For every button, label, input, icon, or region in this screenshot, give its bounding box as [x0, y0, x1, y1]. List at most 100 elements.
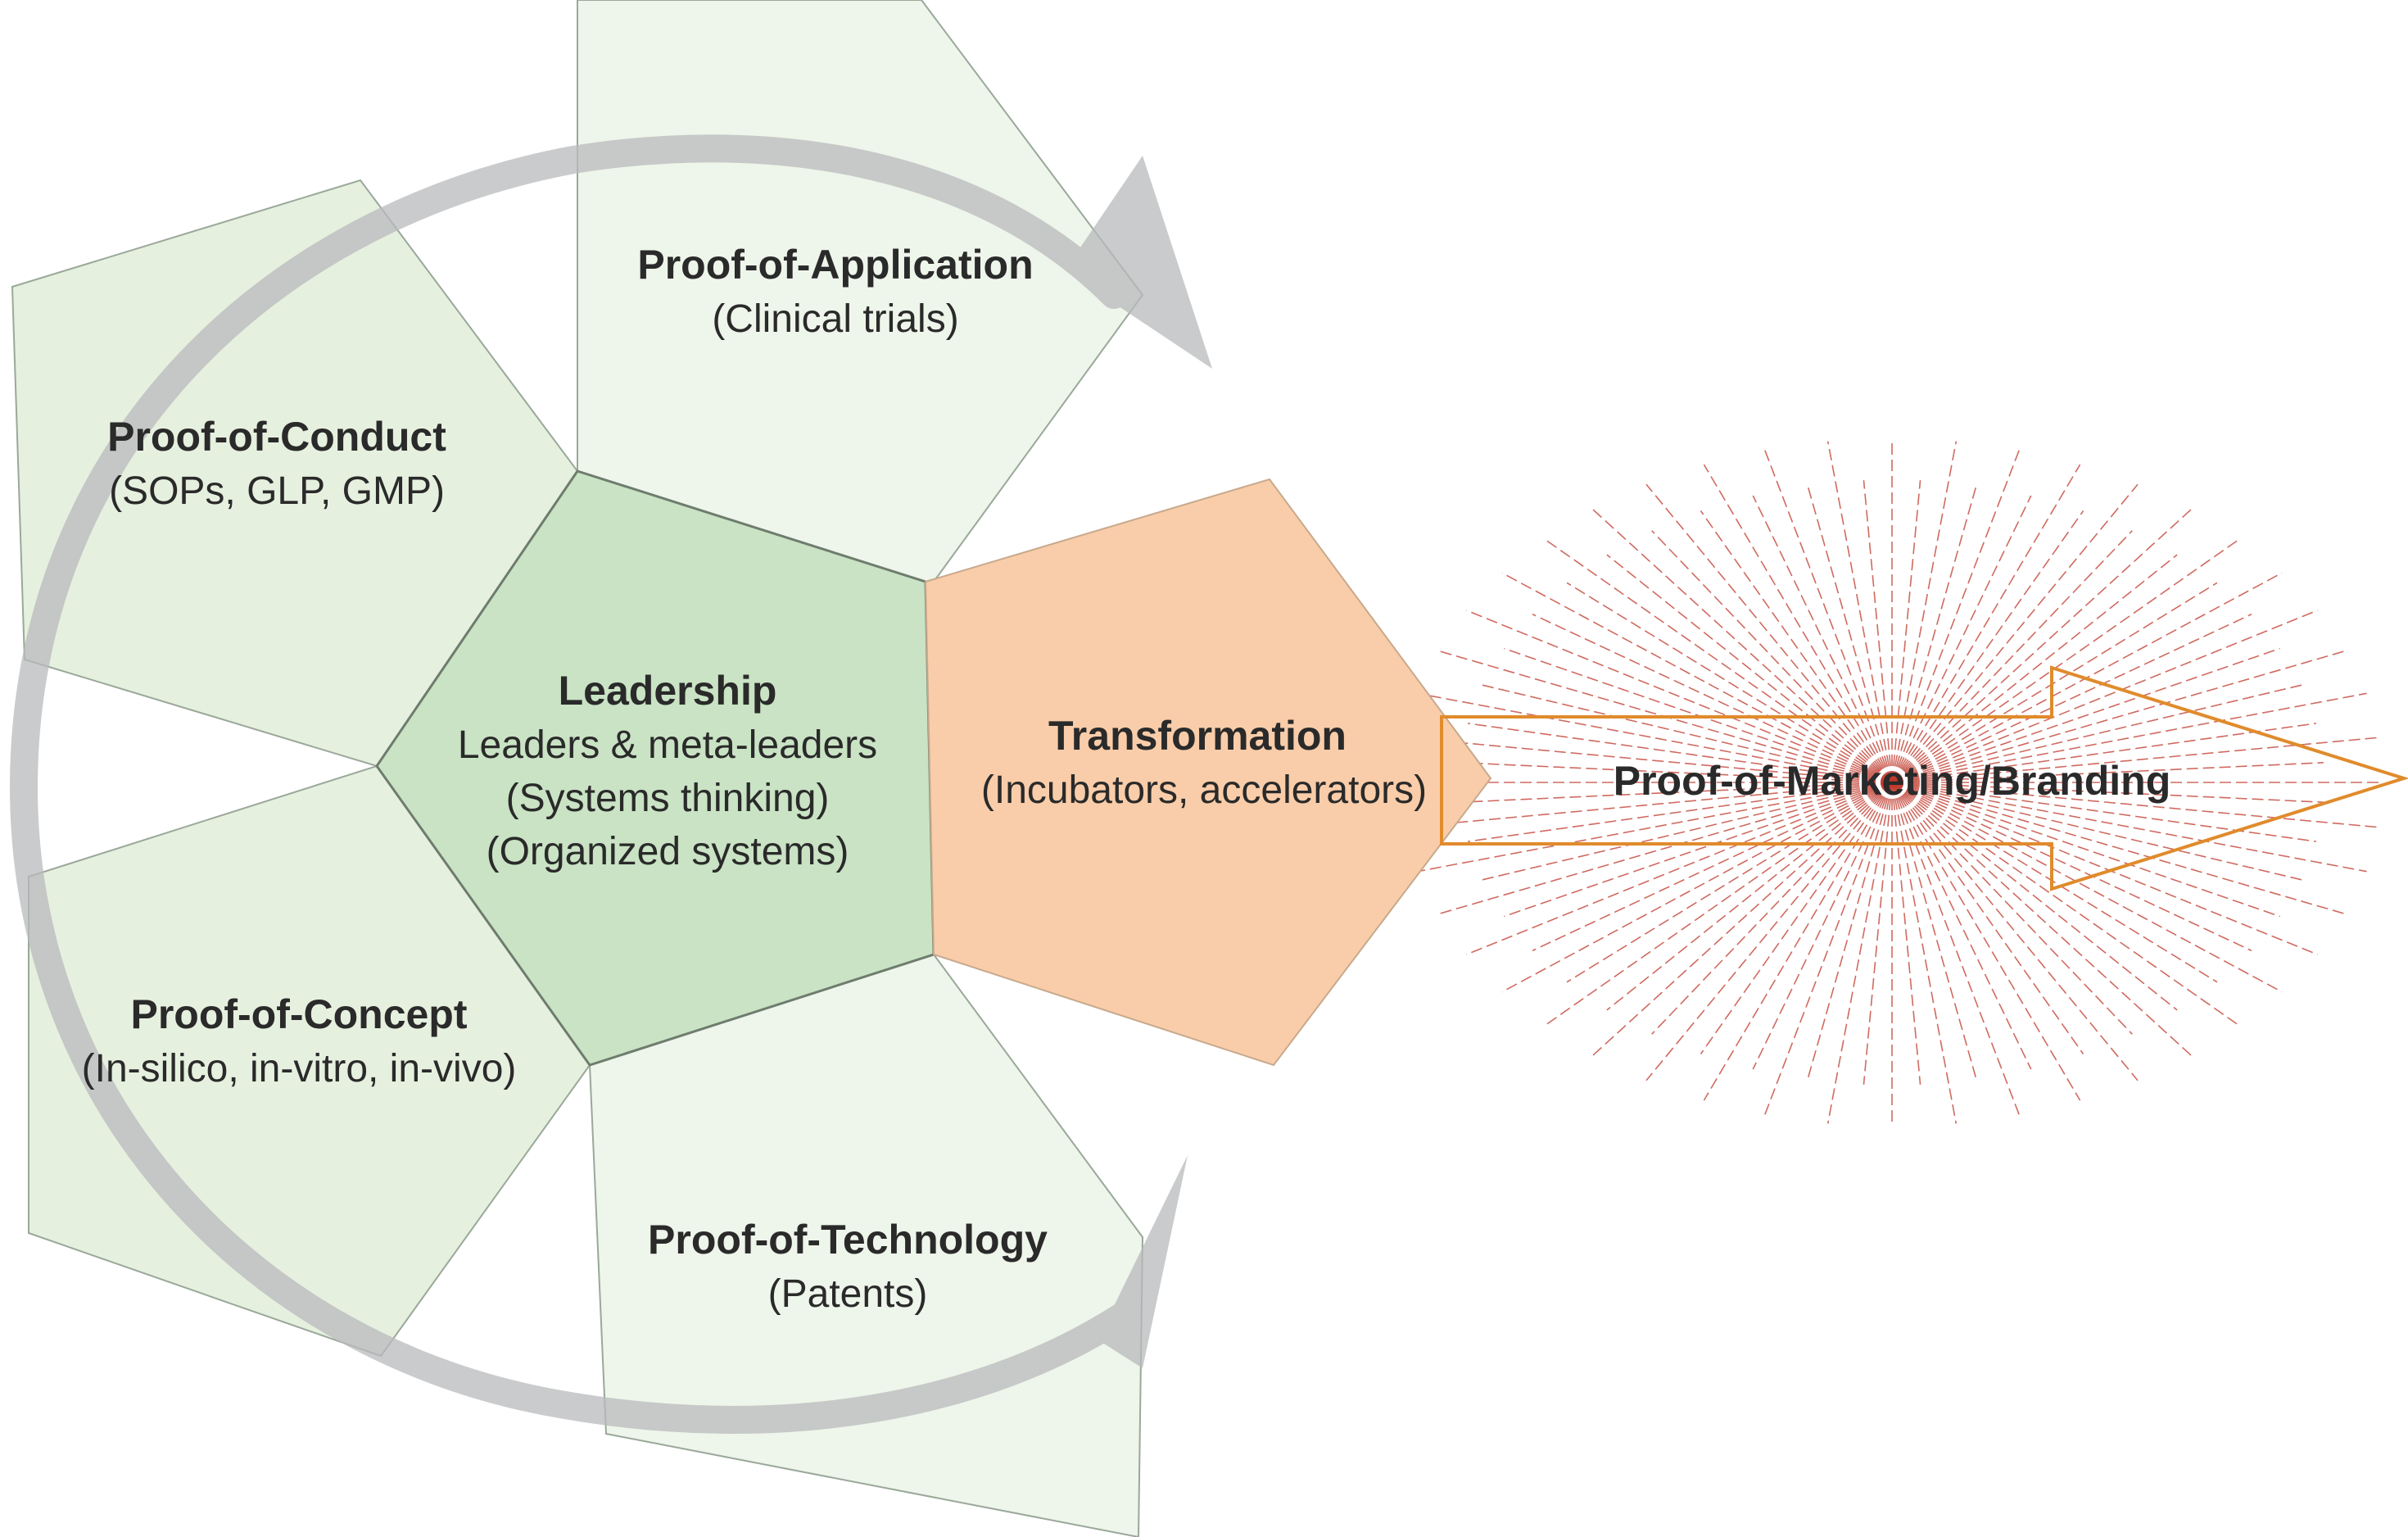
burst-ray — [1891, 782, 2240, 1027]
burst-ray — [1891, 483, 2139, 783]
burst-ray — [1891, 509, 2192, 783]
transformation-sub: (Incubators, accelerators) — [981, 768, 1427, 812]
cycle-arc — [10, 134, 1144, 1434]
burst-ray — [1863, 480, 1893, 783]
burst-ray — [1891, 530, 2133, 783]
burst-ray — [1891, 782, 2324, 803]
burst-ray — [1891, 485, 1977, 783]
leadership-line-3: (Organized systems) — [487, 830, 849, 873]
burst-ray — [1700, 782, 1893, 1054]
burst-ray — [1468, 782, 1893, 842]
leadership-line-1: Leaders & meta-leaders — [458, 723, 877, 767]
burst-ray — [1891, 510, 2084, 783]
burst-ray — [1544, 538, 1893, 783]
burst-ray — [1891, 782, 2283, 993]
burst-ray — [1468, 723, 1893, 783]
burst-ray — [1891, 684, 2302, 783]
burst-ray — [1891, 782, 2192, 1056]
burst-ray — [1651, 782, 1893, 1035]
burst-ray — [1606, 554, 1893, 783]
burst-ray — [1891, 723, 2316, 783]
burst-ray — [1437, 782, 1893, 915]
burst-ray — [1807, 485, 1893, 783]
burst-ray — [1592, 509, 1893, 783]
transformation-title: Transformation — [1048, 713, 1347, 759]
petal-technology-sub: (Patents) — [768, 1272, 928, 1316]
burst-ray — [1504, 782, 1893, 918]
leadership-line-2: (Systems thinking) — [506, 777, 830, 820]
cycle-arrowhead-bottom — [1098, 1155, 1188, 1368]
burst-ray — [1703, 782, 1893, 1101]
burst-ray — [1703, 464, 1893, 783]
burst-ray — [1891, 782, 1958, 1124]
burst-ray — [1482, 782, 1893, 881]
burst-ray — [1417, 692, 1893, 783]
burst-ray — [1460, 762, 1893, 783]
petal-application-title: Proof-of-Application — [637, 242, 1033, 288]
burst-ray — [1891, 464, 2081, 783]
cycle-arrow — [10, 134, 1212, 1434]
burst-ray — [1891, 495, 2032, 783]
marketing-arrow — [1440, 665, 2408, 891]
burst-ray — [1891, 782, 2318, 955]
burst-ray — [1501, 782, 1893, 993]
leadership-title: Leadership — [559, 668, 777, 714]
burst-ray — [1891, 782, 2280, 918]
burst-ray — [1700, 510, 1893, 783]
burst-ray — [1891, 782, 2178, 1011]
burst-ray — [1606, 782, 1893, 1011]
petal-technology-title: Proof-of-Technology — [648, 1217, 1048, 1263]
burst-ray — [1891, 610, 2318, 783]
burst-ray — [1763, 450, 1893, 783]
burst-ray — [1891, 538, 2240, 783]
burst-ray — [1417, 782, 1893, 873]
burst-ray — [1651, 530, 1893, 783]
burst-ray — [1863, 782, 1893, 1085]
burst-ray — [1501, 572, 1893, 783]
burst-ray — [1645, 483, 1893, 783]
burst-ray — [1891, 450, 2021, 783]
burst-ray — [1807, 782, 1893, 1080]
burst-ray — [1466, 610, 1893, 783]
burst-ray — [1566, 782, 1893, 983]
burst-ray — [1891, 650, 2347, 783]
burst-ray — [1891, 441, 1958, 783]
burst-ray — [1752, 495, 1893, 783]
burst-ray — [1763, 782, 1893, 1115]
petal-concept-title: Proof-of-Concept — [130, 991, 467, 1037]
burst-ray — [1891, 782, 2316, 842]
burst-ray — [1752, 782, 1893, 1070]
burst-ray — [1891, 782, 2252, 952]
burst-ray — [1891, 782, 2218, 983]
petal-application-sub: (Clinical trials) — [712, 297, 958, 341]
burst-ray — [1532, 782, 1893, 952]
petal-concept — [28, 764, 591, 1358]
burst-ray — [1566, 582, 1893, 783]
petal-conduct-title: Proof-of-Conduct — [107, 414, 446, 460]
transformation-pentagon — [924, 478, 1492, 1067]
burst-ray — [1891, 582, 2218, 783]
burst-ray — [1891, 782, 2032, 1070]
burst-ray — [1891, 692, 2367, 783]
burst-ray — [1891, 782, 2139, 1081]
petal-concept-sub: (In-silico, in-vitro, in-vivo) — [82, 1047, 517, 1090]
burst-ray — [1482, 684, 1893, 783]
burst-ray — [1466, 782, 1893, 955]
burst-ray — [1532, 613, 1893, 783]
burst-ray — [1891, 480, 1921, 783]
burst-ray — [1891, 782, 2021, 1115]
burst-ray — [1592, 782, 1893, 1056]
burst-ray — [1891, 782, 1921, 1085]
burst-ray — [1891, 762, 2324, 783]
burst-ray — [1891, 782, 2133, 1035]
cycle-arrowhead-top — [1065, 156, 1212, 369]
burst-ray — [1891, 554, 2178, 783]
burst-ray — [1891, 782, 2367, 873]
burst-ray — [1891, 782, 2081, 1101]
burst-ray — [1891, 782, 2302, 881]
leadership-pentagon — [375, 469, 935, 1067]
burst-ray — [1544, 782, 1893, 1027]
burst-ray — [1826, 441, 1893, 783]
burst-ray — [1891, 782, 1977, 1080]
